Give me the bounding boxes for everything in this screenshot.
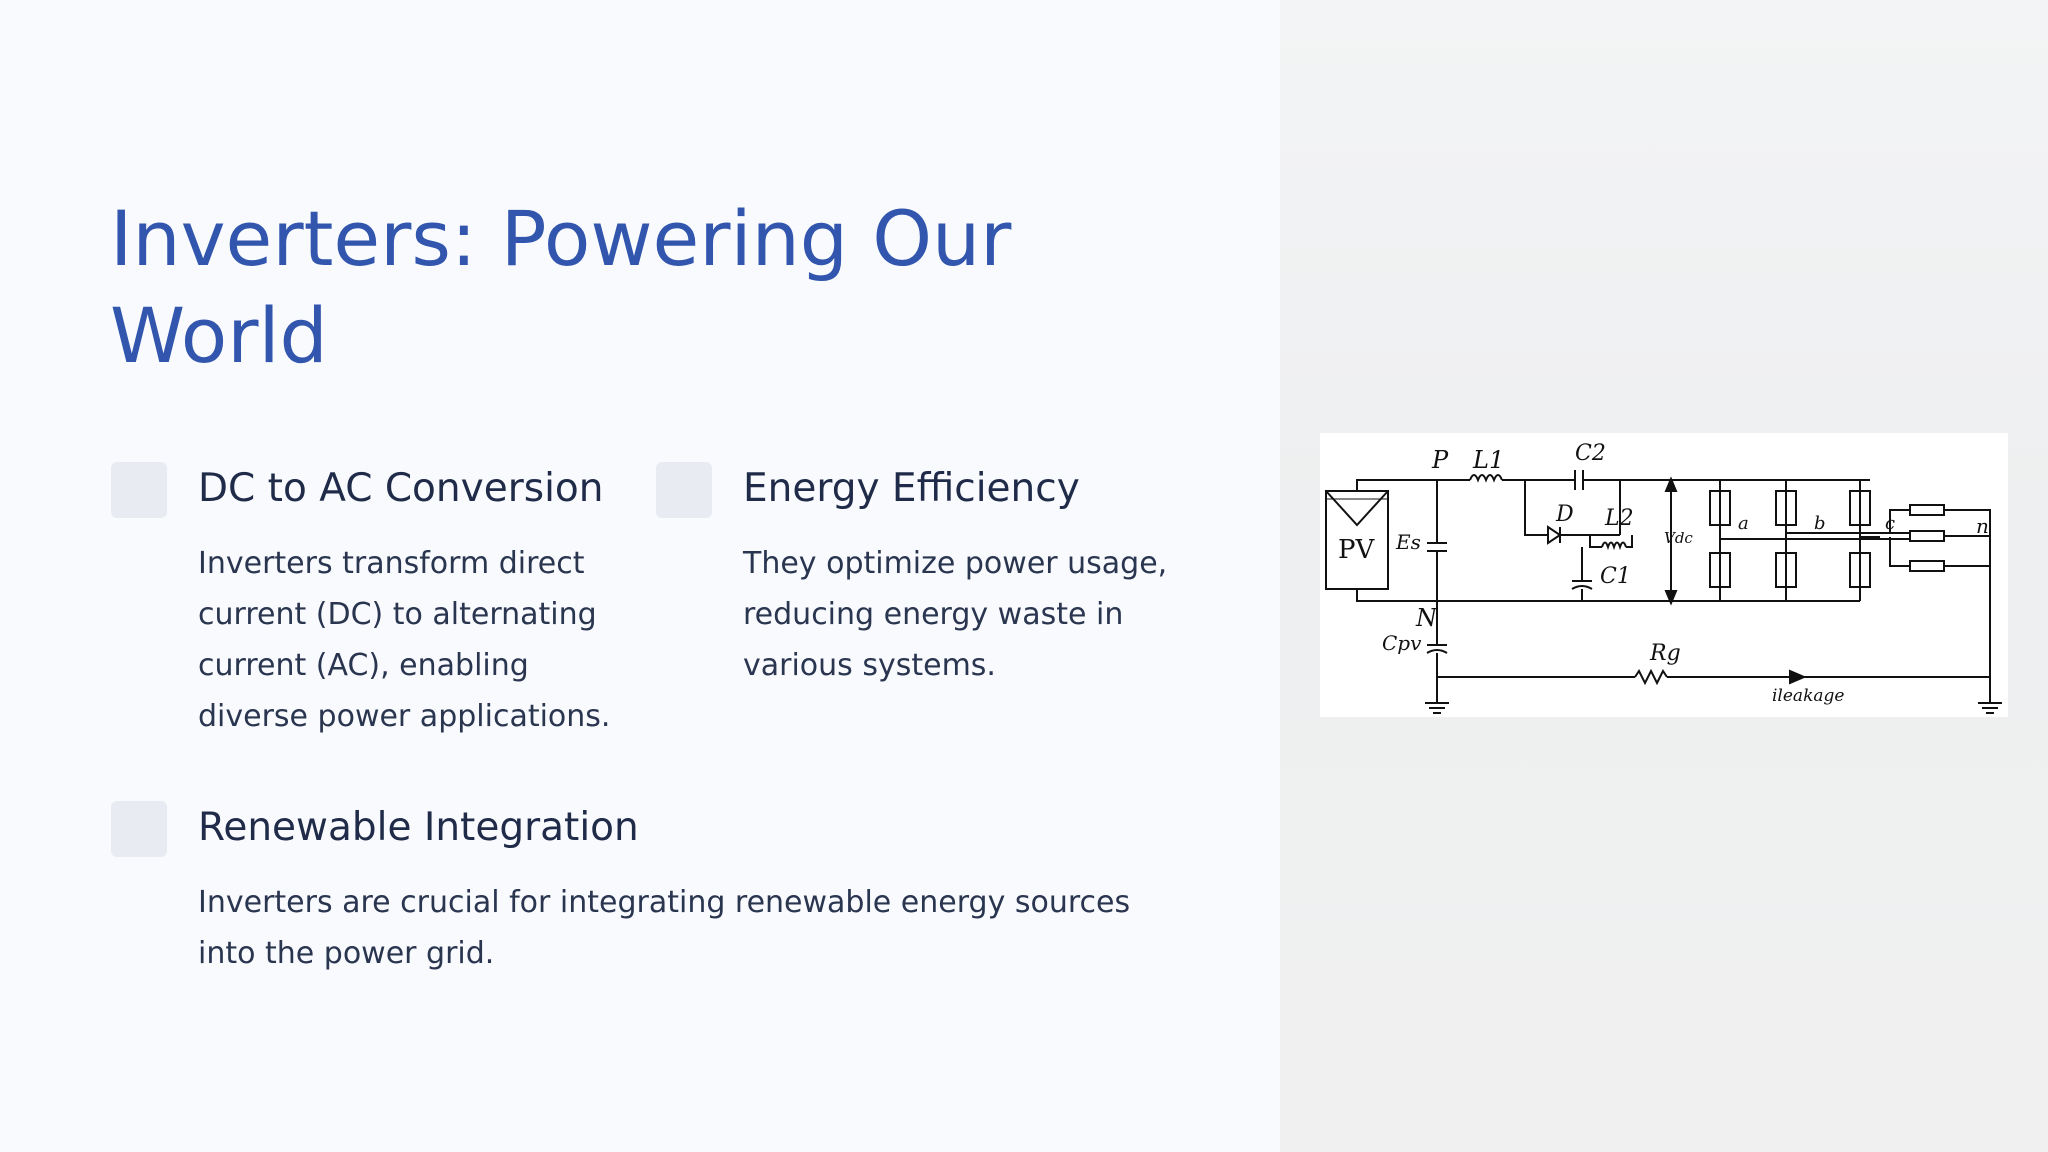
- label-c2: C2: [1575, 441, 1606, 466]
- label-a: a: [1738, 513, 1749, 534]
- feature-icon-renewable: [111, 801, 167, 857]
- slide-title: Inverters: Powering Our World: [110, 194, 1012, 380]
- label-ileakage: ileakage: [1772, 686, 1844, 706]
- feature-body-renewable: Inverters are crucial for integrating re…: [198, 885, 1131, 971]
- label-rg: Rg: [1649, 641, 1681, 666]
- label-es: Es: [1395, 530, 1421, 554]
- label-cpv: Cpv: [1382, 631, 1422, 655]
- content-panel: Inverters: Powering Our World DC to AC C…: [110, 194, 1168, 971]
- feature-heading-dc-ac: DC to AC Conversion: [198, 466, 604, 511]
- label-d: D: [1555, 502, 1574, 527]
- feature-icon-dc-ac: [111, 462, 167, 518]
- circuit-svg: PV P N L1 L2 C1 C2 D Es Vdc Cpv Rg ileak…: [1325, 441, 2002, 714]
- feature-icon-efficiency: [656, 462, 712, 518]
- inductor-l2-symbol: [1601, 541, 1627, 551]
- label-b: b: [1814, 513, 1826, 534]
- resistor-rg-symbol: [1634, 668, 1668, 686]
- feature-heading-efficiency: Energy Efficiency: [743, 466, 1080, 511]
- label-n: n: [1976, 514, 1989, 538]
- label-vdc: Vdc: [1664, 529, 1693, 547]
- label-c: c: [1885, 513, 1895, 534]
- diode-d-symbol: [1547, 525, 1562, 545]
- label-c1: C1: [1600, 564, 1631, 589]
- label-l2: L2: [1604, 506, 1634, 531]
- label-pv: PV: [1338, 535, 1375, 565]
- label-p: P: [1431, 446, 1449, 474]
- label-n-node: N: [1415, 604, 1438, 632]
- inductor-l1-symbol: [1469, 474, 1503, 483]
- inverter-circuit-diagram: PV P N L1 L2 C1 C2 D Es Vdc Cpv Rg ileak…: [1320, 433, 2008, 717]
- feature-body-efficiency: They optimize power usage, reducing ener…: [743, 546, 1168, 683]
- switch-bridge-symbol: [1709, 480, 1871, 601]
- feature-body-dc-ac: Inverters transform direct current (DC) …: [198, 546, 611, 734]
- label-l1: L1: [1472, 446, 1504, 474]
- feature-heading-renewable: Renewable Integration: [198, 805, 639, 850]
- pv-panel-marks: [1325, 490, 1389, 527]
